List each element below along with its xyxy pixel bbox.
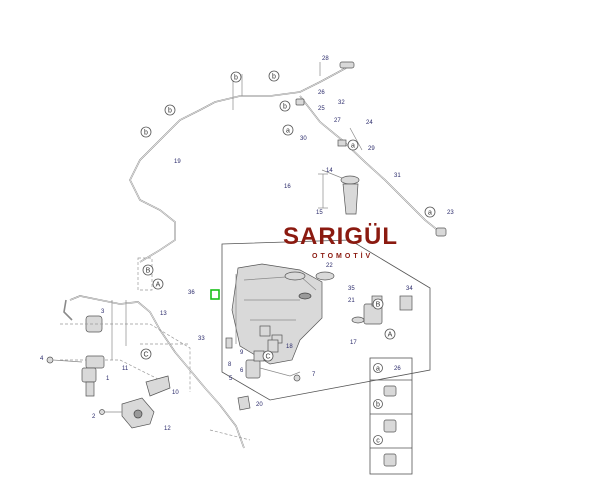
label-36: 36 bbox=[188, 290, 195, 296]
filler-tube-assembly bbox=[318, 169, 360, 215]
callout-circles: b b b b b a a a B B A C C A a b c bbox=[140, 70, 436, 445]
label-19: 19 bbox=[174, 159, 181, 165]
label-22: 22 bbox=[326, 263, 333, 269]
legend-callout-c: c bbox=[373, 435, 383, 445]
label-31: 31 bbox=[394, 173, 401, 179]
label-24: 24 bbox=[366, 120, 373, 126]
legend-box bbox=[369, 357, 413, 475]
upper-hose-assembly bbox=[129, 61, 447, 263]
label-35: 35 bbox=[348, 286, 355, 292]
callout-C-2: C bbox=[262, 350, 274, 362]
left-nozzle-assembly bbox=[46, 295, 251, 449]
brand-watermark: SARIGÜL OTOMOTİV bbox=[283, 223, 398, 260]
label-34: 34 bbox=[406, 286, 413, 292]
svg-text:A: A bbox=[388, 332, 393, 339]
svg-text:b: b bbox=[144, 130, 148, 137]
label-17: 17 bbox=[350, 340, 357, 346]
label-4: 4 bbox=[40, 356, 44, 362]
region-outlines bbox=[137, 257, 251, 441]
label-18: 18 bbox=[286, 344, 293, 350]
svg-text:a: a bbox=[351, 143, 355, 150]
label-30: 30 bbox=[300, 136, 307, 142]
legend-callout-b: b bbox=[373, 399, 383, 409]
label-8: 8 bbox=[228, 362, 232, 368]
callout-B-2: B bbox=[372, 298, 384, 310]
label-12: 12 bbox=[164, 426, 171, 432]
callout-a-2: a bbox=[347, 139, 359, 151]
highlight-marker bbox=[210, 289, 220, 300]
callout-A-2: A bbox=[384, 328, 396, 340]
svg-text:a: a bbox=[428, 210, 432, 217]
svg-text:C: C bbox=[143, 352, 148, 359]
label-6: 6 bbox=[240, 368, 244, 374]
label-28: 28 bbox=[322, 56, 329, 62]
svg-text:b: b bbox=[234, 75, 238, 82]
label-1: 1 bbox=[106, 376, 110, 382]
label-29: 29 bbox=[368, 146, 375, 152]
callout-b-3: b bbox=[164, 104, 176, 116]
label-7: 7 bbox=[312, 372, 316, 378]
label-25: 25 bbox=[318, 106, 325, 112]
svg-text:A: A bbox=[156, 282, 161, 289]
label-23: 23 bbox=[447, 210, 454, 216]
callout-a-1: a bbox=[282, 124, 294, 136]
callout-C-1: C bbox=[140, 348, 152, 360]
svg-text:C: C bbox=[265, 354, 270, 361]
label-15: 15 bbox=[316, 210, 323, 216]
callout-b-1: b bbox=[268, 70, 280, 82]
svg-text:b: b bbox=[376, 402, 380, 409]
svg-text:a: a bbox=[376, 366, 380, 373]
callout-b-2: b bbox=[230, 71, 242, 83]
label-14: 14 bbox=[326, 168, 333, 174]
part-number-labels: 28 32 25 26 30 27 24 29 19 31 14 16 15 2… bbox=[40, 56, 454, 432]
svg-text:B: B bbox=[376, 302, 381, 309]
brand-name: SARIGÜL bbox=[283, 223, 398, 250]
svg-text:b: b bbox=[272, 74, 276, 81]
label-26: 26 bbox=[318, 90, 325, 96]
label-20: 20 bbox=[256, 402, 263, 408]
svg-text:c: c bbox=[376, 438, 380, 445]
svg-text:b: b bbox=[283, 104, 287, 111]
callout-A-1: A bbox=[152, 278, 164, 290]
svg-text:B: B bbox=[146, 268, 151, 275]
label-21: 21 bbox=[348, 298, 355, 304]
reservoir-group bbox=[221, 239, 431, 401]
svg-text:a: a bbox=[286, 128, 290, 135]
label-13: 13 bbox=[160, 311, 167, 317]
label-9: 9 bbox=[240, 350, 244, 356]
legend-callout-a: a bbox=[373, 363, 383, 373]
label-32: 32 bbox=[338, 100, 345, 106]
label-27: 27 bbox=[334, 118, 341, 124]
brand-subtitle: OTOMOTİV bbox=[312, 252, 373, 260]
label-10: 10 bbox=[172, 390, 179, 396]
label-16: 16 bbox=[284, 184, 291, 190]
label-11: 11 bbox=[122, 366, 129, 372]
svg-text:b: b bbox=[168, 108, 172, 115]
legend-label-26: 26 bbox=[394, 366, 401, 372]
label-5: 5 bbox=[229, 376, 233, 382]
callout-B-1: B bbox=[142, 264, 154, 276]
callout-b-5: b bbox=[279, 100, 291, 112]
label-2: 2 bbox=[92, 414, 96, 420]
callout-a-3: a bbox=[424, 206, 436, 218]
label-3: 3 bbox=[101, 309, 105, 315]
callout-b-4: b bbox=[140, 126, 152, 138]
label-33: 33 bbox=[198, 336, 205, 342]
